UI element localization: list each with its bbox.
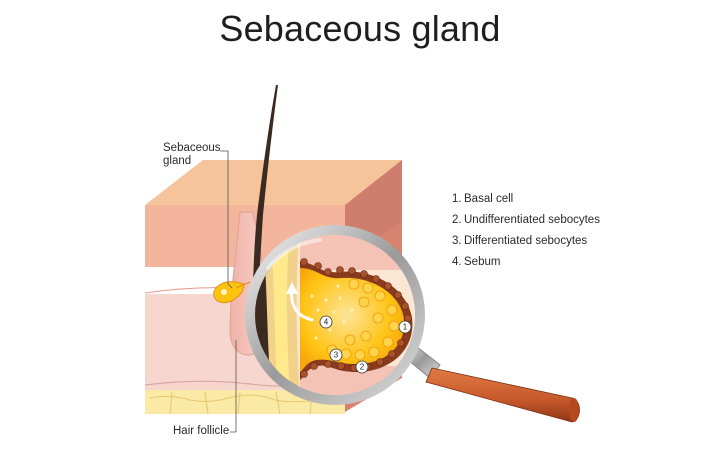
legend-item: 1. Basal cell — [452, 193, 612, 206]
svg-text:1: 1 — [403, 323, 408, 332]
skin-surface — [145, 160, 402, 205]
legend-number: 1. — [452, 193, 462, 205]
svg-text:2: 2 — [360, 363, 365, 372]
marker-2: 2 — [355, 360, 369, 374]
magnifier-handle — [401, 342, 580, 423]
legend-text: Differentiated sebocytes — [464, 235, 588, 247]
legend-number: 2. — [452, 214, 462, 226]
diagram-title: Sebaceous gland — [219, 8, 501, 49]
leader-sebaceous — [220, 150, 233, 289]
legend-text: Basal cell — [464, 193, 514, 205]
hair-shaft — [252, 85, 278, 320]
sebaceous-gland-small — [213, 281, 245, 304]
svg-text:3: 3 — [334, 351, 339, 360]
leader-hair-follicle — [230, 340, 237, 433]
legend-item: 3. Differentiated sebocytes — [452, 235, 612, 248]
legend-number: 4. — [452, 256, 462, 268]
marker-4: 4 — [319, 315, 333, 329]
legend-text: Sebum — [464, 256, 501, 268]
label-sebaceous-gland: Sebaceous gland — [163, 142, 221, 167]
legend-text: Undifferentiated sebocytes — [464, 214, 600, 226]
legend-number: 3. — [452, 235, 462, 247]
legend-item: 4. Sebum — [452, 256, 612, 269]
svg-text:4: 4 — [324, 318, 329, 327]
legend-item: 2. Undifferentiated sebocytes — [452, 214, 612, 227]
magnifier-rim — [245, 225, 425, 405]
label-hair-follicle: Hair follicle — [173, 425, 230, 437]
marker-3: 3 — [329, 348, 343, 362]
legend: 1. Basal cell 2. Undifferentiated sebocy… — [452, 193, 612, 277]
marker-1: 1 — [398, 320, 412, 334]
